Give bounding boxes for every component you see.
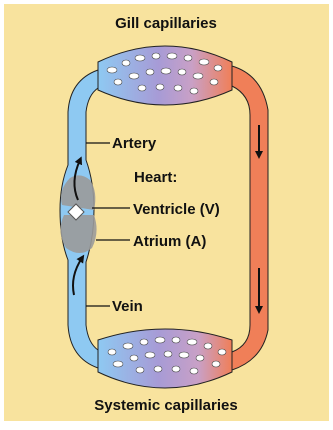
gill-capillaries-label: Gill capillaries [115, 15, 217, 32]
gill-capillary-bed [98, 46, 232, 105]
vein-label: Vein [112, 298, 143, 315]
systemic-capillary-bed [98, 329, 232, 388]
heart-atrium [60, 215, 96, 253]
ventricle-label: Ventricle (V) [133, 201, 220, 218]
artery-label: Artery [112, 135, 157, 152]
heart-label: Heart: [134, 169, 177, 186]
atrium-label: Atrium (A) [133, 233, 206, 250]
systemic-capillaries-label: Systemic capillaries [94, 397, 237, 414]
